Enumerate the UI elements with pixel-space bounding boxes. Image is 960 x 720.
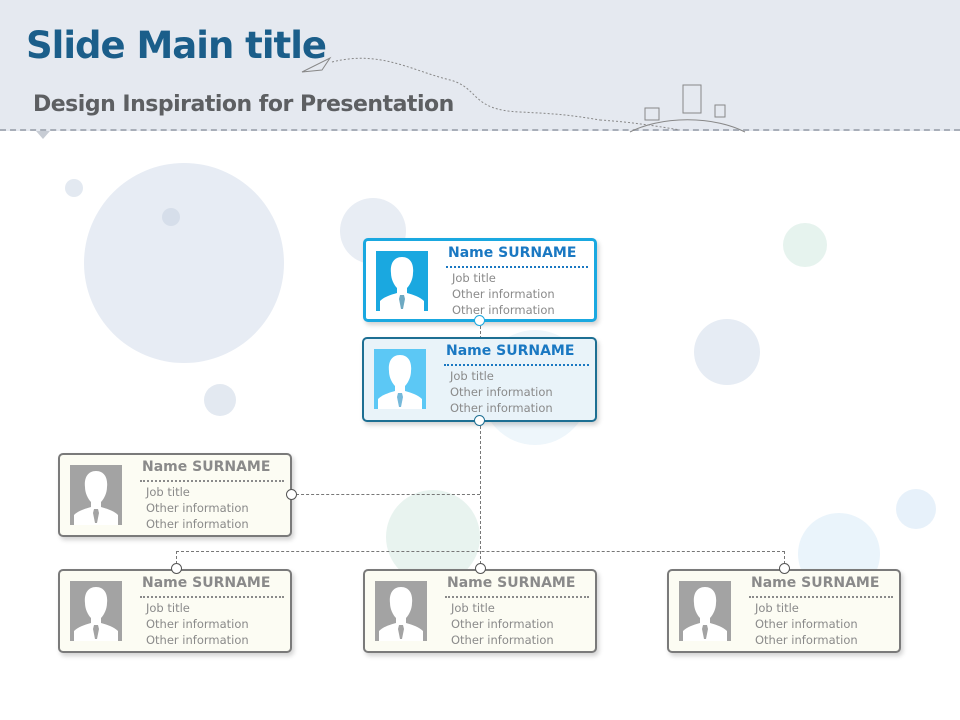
other-info: Other information	[452, 303, 555, 317]
job-title: Job title	[146, 485, 190, 499]
person-name: Name SURNAME	[142, 575, 271, 591]
person-name: Name SURNAME	[447, 575, 576, 591]
slide-subtitle: Design Inspiration for Presentation	[33, 92, 454, 117]
job-title: Job title	[452, 271, 496, 285]
divider	[446, 266, 588, 268]
person-name: Name SURNAME	[446, 343, 575, 359]
other-info: Other information	[146, 517, 249, 531]
person-photo-icon	[70, 465, 122, 525]
connector-line	[176, 551, 177, 569]
bg-bubble	[162, 208, 180, 226]
other-info: Other information	[450, 401, 553, 415]
other-info: Other information	[146, 501, 249, 515]
person-photo-icon	[374, 349, 426, 409]
connector-node	[285, 488, 297, 500]
connector-line	[784, 551, 785, 569]
other-info: Other information	[755, 633, 858, 647]
person-photo-icon	[376, 251, 428, 311]
connector-line	[291, 494, 480, 495]
job-title: Job title	[755, 601, 799, 615]
connector-node	[473, 314, 485, 326]
bg-bubble	[65, 179, 83, 197]
connector-line	[480, 321, 481, 569]
job-title: Job title	[146, 601, 190, 615]
person-name: Name SURNAME	[448, 245, 577, 261]
other-info: Other information	[146, 633, 249, 647]
person-name: Name SURNAME	[142, 459, 271, 475]
connector-node	[778, 562, 790, 574]
connector-node	[474, 562, 486, 574]
bg-bubble	[386, 490, 480, 584]
person-photo-icon	[679, 581, 731, 641]
other-info: Other information	[451, 617, 554, 631]
bg-bubble	[783, 223, 827, 267]
bg-bubble	[694, 319, 760, 385]
header-notch	[36, 131, 50, 139]
bg-bubble	[84, 163, 284, 363]
person-name: Name SURNAME	[751, 575, 880, 591]
slide-title: Slide Main title	[26, 24, 327, 67]
bg-bubble	[204, 384, 236, 416]
person-photo-icon	[375, 581, 427, 641]
other-info: Other information	[450, 385, 553, 399]
paper-plane-doodle-icon	[301, 56, 746, 133]
other-info: Other information	[755, 617, 858, 631]
connector-node	[473, 414, 485, 426]
job-title: Job title	[450, 369, 494, 383]
other-info: Other information	[452, 287, 555, 301]
connector-line	[176, 551, 785, 552]
divider	[749, 596, 893, 598]
other-info: Other information	[451, 633, 554, 647]
connector-node	[170, 562, 182, 574]
person-photo-icon	[70, 581, 122, 641]
divider	[140, 596, 284, 598]
other-info: Other information	[146, 617, 249, 631]
divider	[140, 480, 284, 482]
divider	[444, 364, 589, 366]
job-title: Job title	[451, 601, 495, 615]
bg-bubble	[896, 489, 936, 529]
divider	[445, 596, 589, 598]
slide-header: Slide Main title Design Inspiration for …	[0, 0, 960, 133]
